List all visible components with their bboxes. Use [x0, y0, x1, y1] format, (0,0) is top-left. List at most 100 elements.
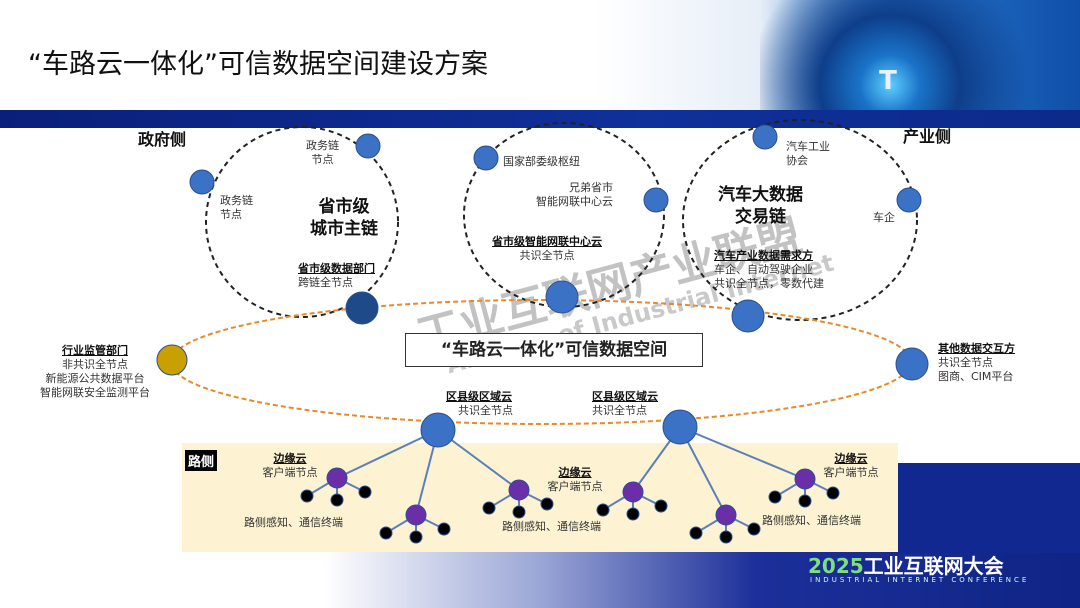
terminal-node — [689, 526, 703, 540]
left-node-a-label: 政务链节点 — [306, 139, 339, 167]
terminal-node — [300, 489, 314, 503]
label-line: 图商、CIM平台 — [938, 370, 1014, 383]
edge-cloud-node — [715, 504, 737, 526]
label-line: 客户端节点 — [823, 466, 879, 479]
oem-label: 车企 — [873, 211, 895, 224]
label-title: 区县级区域云 — [592, 390, 658, 403]
chain-node — [355, 133, 381, 159]
label-line: 节点 — [220, 208, 242, 221]
label-title: 区县级区域云 — [446, 390, 512, 403]
edge-cloud-label: 边缘云客户端节点 — [540, 466, 610, 494]
label-title: 边缘云 — [273, 452, 307, 465]
label-line: 兄弟省市 — [569, 181, 613, 194]
edge-cloud-label: 边缘云客户端节点 — [816, 452, 886, 480]
district-cloud-label: 区县级区域云共识全节点 — [592, 390, 658, 418]
link-line — [336, 429, 439, 479]
terminal-node — [768, 490, 782, 504]
district-cloud-node — [662, 409, 698, 445]
terminal-node — [654, 499, 668, 513]
label-line: 共识全节点 — [592, 404, 647, 417]
left-chain-title-1: 省市级 — [318, 197, 370, 217]
label-line: 节点 — [311, 153, 334, 166]
terminal-node — [330, 493, 344, 507]
district-cloud-node — [420, 412, 456, 448]
left-chain-title-2: 城市主链 — [310, 219, 378, 239]
label-line: 智能网联中心云 — [536, 195, 613, 208]
edge-cloud-node — [508, 479, 530, 501]
mid-chain-ring — [463, 122, 665, 308]
chain-node — [189, 169, 215, 195]
terminal-node — [747, 522, 761, 536]
cross-chain-node — [345, 291, 379, 325]
label-line: 政务链 — [220, 194, 253, 207]
terminal-node — [512, 505, 526, 519]
label-line: 智能网联安全监测平台 — [40, 386, 150, 399]
link-line — [679, 426, 806, 480]
label-line: 客户端节点 — [547, 480, 603, 493]
right-chain-ring — [682, 119, 918, 321]
label-line: 共识全节点 — [458, 404, 513, 417]
label-title: 其他数据交互方 — [938, 342, 1015, 355]
left-chain-ring — [205, 126, 399, 318]
label-title: 汽车产业数据需求方 — [714, 249, 813, 262]
regulator-node — [156, 344, 188, 376]
center-cloud-label: 省市级智能网联中心云共识全节点 — [492, 235, 602, 263]
industry-side-label: 产业侧 — [903, 127, 952, 146]
label-line: 政务链 — [306, 139, 339, 152]
label-line: 共识全节点，零数代建 — [714, 277, 824, 290]
terminal-node — [409, 530, 423, 544]
terminal-label: 路侧感知、通信终端 — [502, 520, 601, 533]
hub-label: 国家部委级枢纽 — [503, 155, 580, 168]
terminal-node — [826, 486, 840, 500]
terminal-node — [437, 522, 451, 536]
edge-cloud-node — [794, 468, 816, 490]
edge-cloud-node — [405, 504, 427, 526]
right-chain-title-2: 交易链 — [735, 207, 786, 227]
peer-label: 兄弟省市智能网联中心云 — [536, 181, 613, 209]
label-line: 新能源公共数据平台 — [45, 372, 145, 385]
edge-cloud-node — [622, 481, 644, 503]
chain-node — [643, 187, 669, 213]
edge-cloud-label: 边缘云客户端节点 — [255, 452, 325, 480]
conference-logo-icon: T — [879, 66, 897, 96]
footer-corner — [898, 443, 1080, 553]
district-cloud-label: 区县级区域云共识全节点 — [446, 390, 513, 418]
terminal-label: 路侧感知、通信终端 — [244, 516, 343, 529]
label-line: 协会 — [786, 154, 808, 167]
terminal-node — [540, 497, 554, 511]
data-space-label: “车路云一体化”可信数据空间 — [405, 333, 703, 367]
edge-cloud-node — [326, 467, 348, 489]
label-title: 边缘云 — [834, 452, 868, 465]
assoc-label: 汽车工业协会 — [786, 140, 830, 168]
chain-node — [731, 299, 765, 333]
terminal-node — [596, 503, 610, 517]
label-line: 客户端节点 — [262, 466, 318, 479]
demand-label: 汽车产业数据需求方车企、自动驾驶企业共识全节点，零数代建 — [714, 249, 824, 291]
chain-node — [545, 280, 579, 314]
terminal-label: 路侧感知、通信终端 — [762, 514, 861, 527]
terminal-node — [358, 485, 372, 499]
label-line: 非共识全节点 — [62, 358, 128, 371]
label-line: 共识全节点 — [519, 249, 575, 262]
label-line: 跨链全节点 — [298, 276, 353, 289]
terminal-node — [798, 494, 812, 508]
terminal-node — [626, 507, 640, 521]
terminal-node — [379, 526, 393, 540]
terminal-node — [719, 530, 733, 544]
footer-band — [0, 552, 1080, 608]
dept-label: 省市级数据部门跨链全节点 — [298, 262, 375, 290]
header-band — [0, 110, 1080, 128]
chain-node — [896, 187, 922, 213]
left-chain-title: 省市级城市主链 — [310, 196, 378, 240]
chain-node — [752, 124, 778, 150]
road-side-label: 路侧 — [185, 450, 218, 471]
chain-node — [895, 347, 929, 381]
label-title: 省市级数据部门 — [298, 262, 375, 275]
label-title: 边缘云 — [558, 466, 592, 479]
conference-title: 工业互联网大会 — [863, 554, 1004, 578]
label-line: 共识全节点 — [938, 356, 993, 369]
header-decoration — [760, 0, 1080, 112]
conference-year: 2025 — [808, 554, 864, 578]
regulator-label: 行业监管部门非共识全节点新能源公共数据平台智能网联安全监测平台 — [40, 344, 150, 400]
